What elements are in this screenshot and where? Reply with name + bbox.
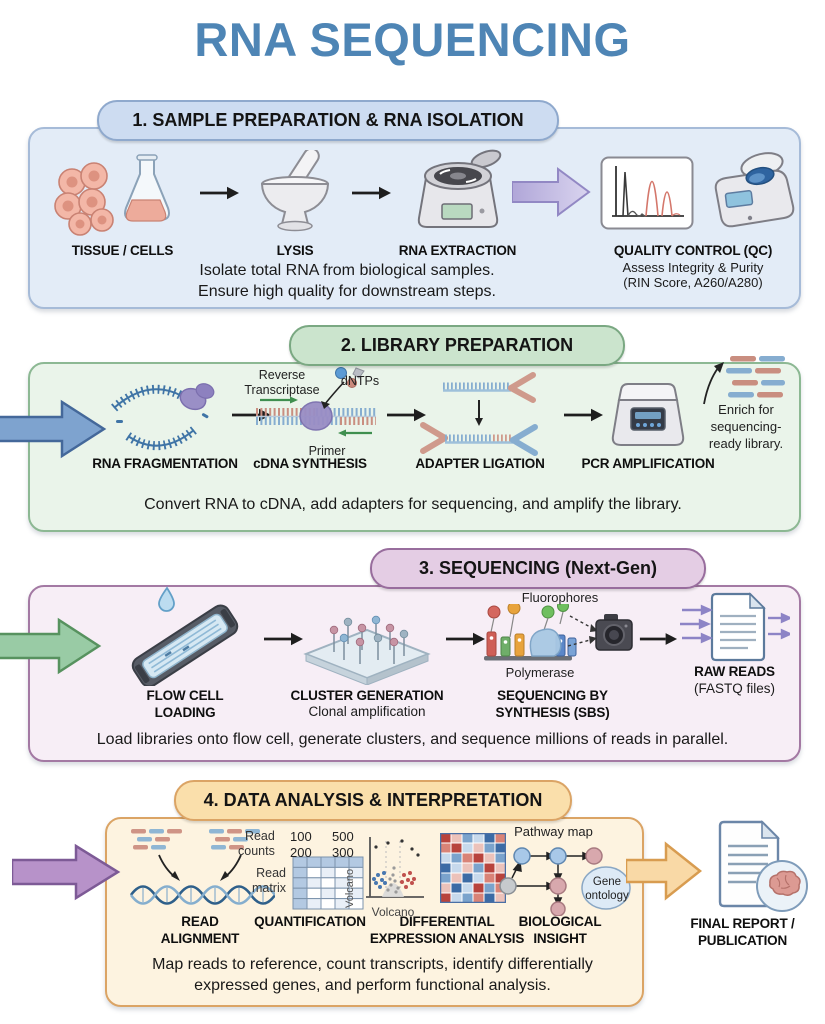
read-counts-block: Read counts 100 500 200 300: [238, 829, 359, 860]
annotation-fluorophores: Fluorophores: [521, 590, 599, 605]
arrow-right-icon: [564, 408, 603, 422]
step-label-tissue-cells: TISSUE / CELLS: [71, 243, 174, 258]
pcr-machine-icon: [611, 383, 685, 446]
block-arrow-blue-icon: [0, 399, 107, 459]
qc-subtext-1: Assess Integrity & Purity: [622, 260, 764, 275]
chromatogram-icon: [600, 156, 694, 230]
brain-icon: [769, 870, 801, 897]
gene-ontology-label: Gene ontology: [585, 876, 629, 902]
flask-icon: [124, 154, 170, 222]
section-4-description: Map reads to reference, count transcript…: [152, 956, 593, 995]
flow-cell-icon: [131, 586, 239, 686]
raw-reads-document-icon: [680, 592, 790, 662]
arrow-right-icon: [200, 186, 239, 200]
spectrophotometer-icon: [714, 152, 795, 228]
step-label-sbs: SEQUENCING BY SYNTHESIS (SBS): [495, 688, 610, 720]
read-count-value: 500: [331, 829, 354, 844]
section-1-description: Isolate total RNA from biological sample…: [198, 262, 496, 301]
step-label-raw-reads: RAW READS: [694, 664, 775, 679]
section-3-description: Load libraries onto flow cell, generate …: [96, 731, 729, 748]
annotation-dntps: dNTPs: [340, 374, 380, 388]
read-matrix-label: Read matrix: [251, 866, 286, 895]
read-alignment-icon: [129, 829, 275, 905]
annotation-reverse-transcriptase: Reverse Transcriptase: [244, 368, 320, 397]
cdna-synthesis-icon: [256, 367, 376, 437]
annotation-primer: Primer: [308, 444, 346, 458]
annotation-enrich-library: Enrich for sequencing- ready library.: [708, 402, 784, 451]
step-label-rna-fragmentation: RNA FRAGMENTATION: [92, 456, 238, 471]
page-title: RNA SEQUENCING: [194, 13, 631, 66]
arrow-right-icon: [639, 633, 678, 645]
step-label-biological-insight: BIOLOGICAL INSIGHT: [518, 914, 602, 946]
step-label-cluster-generation: CLUSTER GENERATION: [290, 688, 444, 703]
block-arrow-purple-icon: [512, 167, 591, 217]
cluster-subtext: Clonal amplification: [308, 704, 426, 719]
read-matrix-grid: [292, 856, 364, 910]
step-label-adapter-ligation: ADAPTER LIGATION: [415, 456, 545, 471]
centrifuge-icon: [417, 149, 502, 228]
mortar-pestle-icon: [260, 150, 330, 232]
block-arrow-purple-entry-icon: [12, 843, 121, 901]
gene-ontology-badge: [581, 866, 631, 910]
final-report-icon: [718, 820, 808, 912]
read-count-value: 300: [331, 845, 354, 860]
cluster-generation-icon: [303, 615, 431, 685]
step-label-lysis: LYSIS: [276, 243, 314, 258]
step-label-rna-extraction: RNA EXTRACTION: [398, 243, 517, 258]
section-2-header: 2. LIBRARY PREPARATION: [289, 325, 625, 366]
library-reads-icon: [703, 356, 785, 405]
tissue-cells-icon: [54, 154, 170, 236]
camera-icon: [595, 614, 633, 651]
block-arrow-green-icon: [0, 617, 102, 675]
volcano-x-axis-label: Volcano: [371, 905, 415, 919]
step-label-cdna-synthesis: cDNA SYNTHESIS: [253, 456, 367, 471]
rna-fragments-icon: [111, 383, 215, 451]
read-count-value: 100: [289, 829, 312, 844]
adapter-ligation-icon: [420, 372, 538, 456]
arrow-right-icon: [387, 408, 426, 422]
sbs-icon: [484, 604, 633, 661]
step-label-pcr-amplification: PCR AMPLIFICATION: [581, 456, 715, 471]
section-1-header: 1. SAMPLE PREPARATION & RNA ISOLATION: [97, 100, 559, 141]
arrow-right-icon: [264, 632, 303, 646]
step-label-quality-control: QUALITY CONTROL (QC): [613, 243, 773, 258]
step-label-differential-expression: DIFFERENTIAL EXPRESSION ANALYSIS: [369, 914, 525, 946]
final-report-label: FINAL REPORT / PUBLICATION: [690, 916, 795, 948]
pathway-map-label: Pathway map: [514, 824, 593, 839]
volcano-y-axis-label: Volcano: [344, 868, 356, 908]
section-4-header: 4. DATA ANALYSIS & INTERPRETATION: [174, 780, 572, 821]
pathway-map-icon: [499, 847, 631, 916]
read-counts-label: Read counts: [238, 829, 275, 858]
section-3-header: 3. SEQUENCING (Next-Gen): [370, 548, 706, 589]
volcano-plot: [366, 837, 424, 898]
read-count-value: 200: [289, 845, 312, 860]
annotation-polymerase: Polymerase: [505, 665, 575, 680]
heatmap: [440, 833, 506, 903]
raw-reads-subtext: (FASTQ files): [693, 681, 775, 696]
arrow-right-icon: [352, 186, 391, 200]
block-arrow-orange-icon: [626, 841, 703, 901]
step-label-flow-cell-loading: FLOW CELL LOADING: [146, 688, 224, 720]
arrow-right-icon: [446, 632, 485, 646]
section-2-description: Convert RNA to cDNA, add adapters for se…: [144, 496, 682, 513]
qc-subtext-2: (RIN Score, A260/A280): [623, 275, 763, 290]
step-label-quantification: QUANTIFICATION: [254, 914, 366, 929]
droplet-icon: [158, 586, 175, 612]
step-label-read-alignment: READ ALIGNMENT: [160, 914, 240, 946]
